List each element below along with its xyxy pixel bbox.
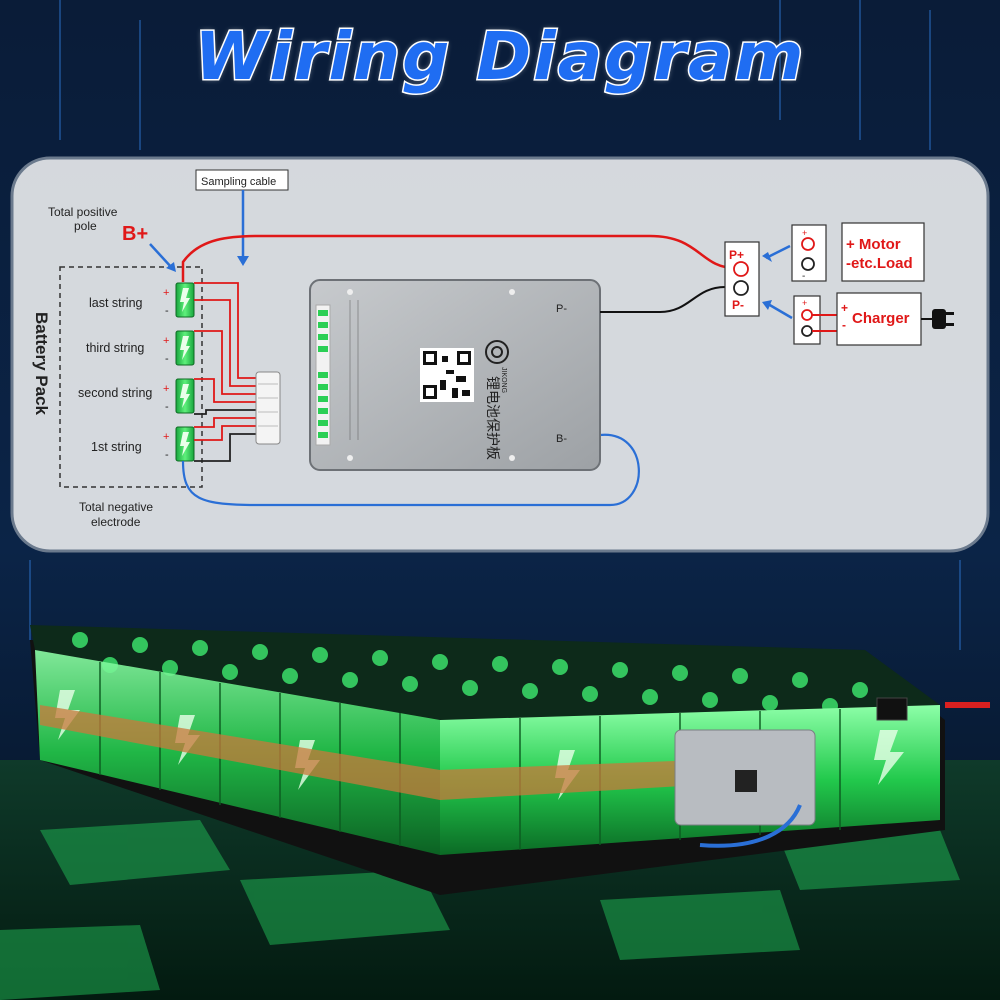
motor-box: + Motor -etc.Load bbox=[841, 222, 925, 282]
brand-logo-icon bbox=[485, 340, 509, 364]
sampling-cable-label: Sampling cable bbox=[201, 176, 276, 188]
qr-code bbox=[420, 348, 474, 402]
plus-sign: + bbox=[802, 298, 807, 308]
charger-label: Charger bbox=[852, 310, 910, 327]
charger-connector: + bbox=[793, 295, 821, 345]
charger-minus: - bbox=[842, 318, 846, 332]
string-label-second: second string bbox=[78, 386, 152, 400]
positive-wire bbox=[181, 234, 736, 282]
svg-text:-: - bbox=[165, 449, 169, 461]
battery-pack-box bbox=[59, 266, 203, 488]
plug-icon bbox=[921, 309, 954, 329]
balance-connector bbox=[255, 371, 281, 445]
output-terminal: P+ P- bbox=[724, 241, 760, 317]
b-plus-label: B+ bbox=[122, 223, 148, 245]
plus-sign: + bbox=[802, 228, 807, 238]
string-label-third: third string bbox=[86, 341, 144, 355]
terminal-p-minus: P- bbox=[732, 298, 744, 312]
total-negative-label-2: electrode bbox=[91, 515, 141, 529]
terminal-p-plus: P+ bbox=[729, 248, 744, 262]
total-positive-label-2: pole bbox=[74, 219, 97, 233]
svg-text:+: + bbox=[163, 335, 169, 347]
minus-sign: - bbox=[802, 271, 805, 282]
bms-board: JIKONG 锂电池保护板 P- B- bbox=[309, 279, 601, 471]
negative-wire bbox=[181, 433, 640, 507]
string-label-first: 1st string bbox=[91, 440, 142, 454]
string-label-last: last string bbox=[89, 296, 143, 310]
svg-text:+: + bbox=[163, 287, 169, 299]
sampling-wires bbox=[194, 282, 258, 441]
board-p-minus: P- bbox=[556, 303, 567, 315]
page-title: Wiring Diagram bbox=[193, 17, 806, 97]
board-brand: JIKONG bbox=[500, 367, 507, 393]
total-negative-label-1: Total negative bbox=[79, 500, 153, 514]
board-b-minus: B- bbox=[556, 433, 567, 445]
svg-text:-: - bbox=[165, 401, 169, 413]
total-positive-label-1: Total positive bbox=[48, 205, 118, 219]
svg-text:-: - bbox=[165, 353, 169, 365]
charger-plus: + bbox=[841, 301, 848, 315]
charger-box: + - Charger bbox=[836, 292, 922, 346]
cell-string: + + + + - - - - bbox=[163, 282, 195, 462]
board-text: 锂电池保护板 bbox=[484, 376, 500, 460]
load-connector: + - bbox=[791, 224, 827, 282]
svg-text:+: + bbox=[163, 431, 169, 443]
battery-pack-label: Battery Pack bbox=[32, 312, 51, 416]
load-label: -etc.Load bbox=[846, 255, 913, 272]
p-minus-wire bbox=[600, 286, 726, 313]
motor-label: + Motor bbox=[846, 236, 901, 253]
svg-text:+: + bbox=[163, 383, 169, 395]
svg-text:-: - bbox=[165, 305, 169, 317]
